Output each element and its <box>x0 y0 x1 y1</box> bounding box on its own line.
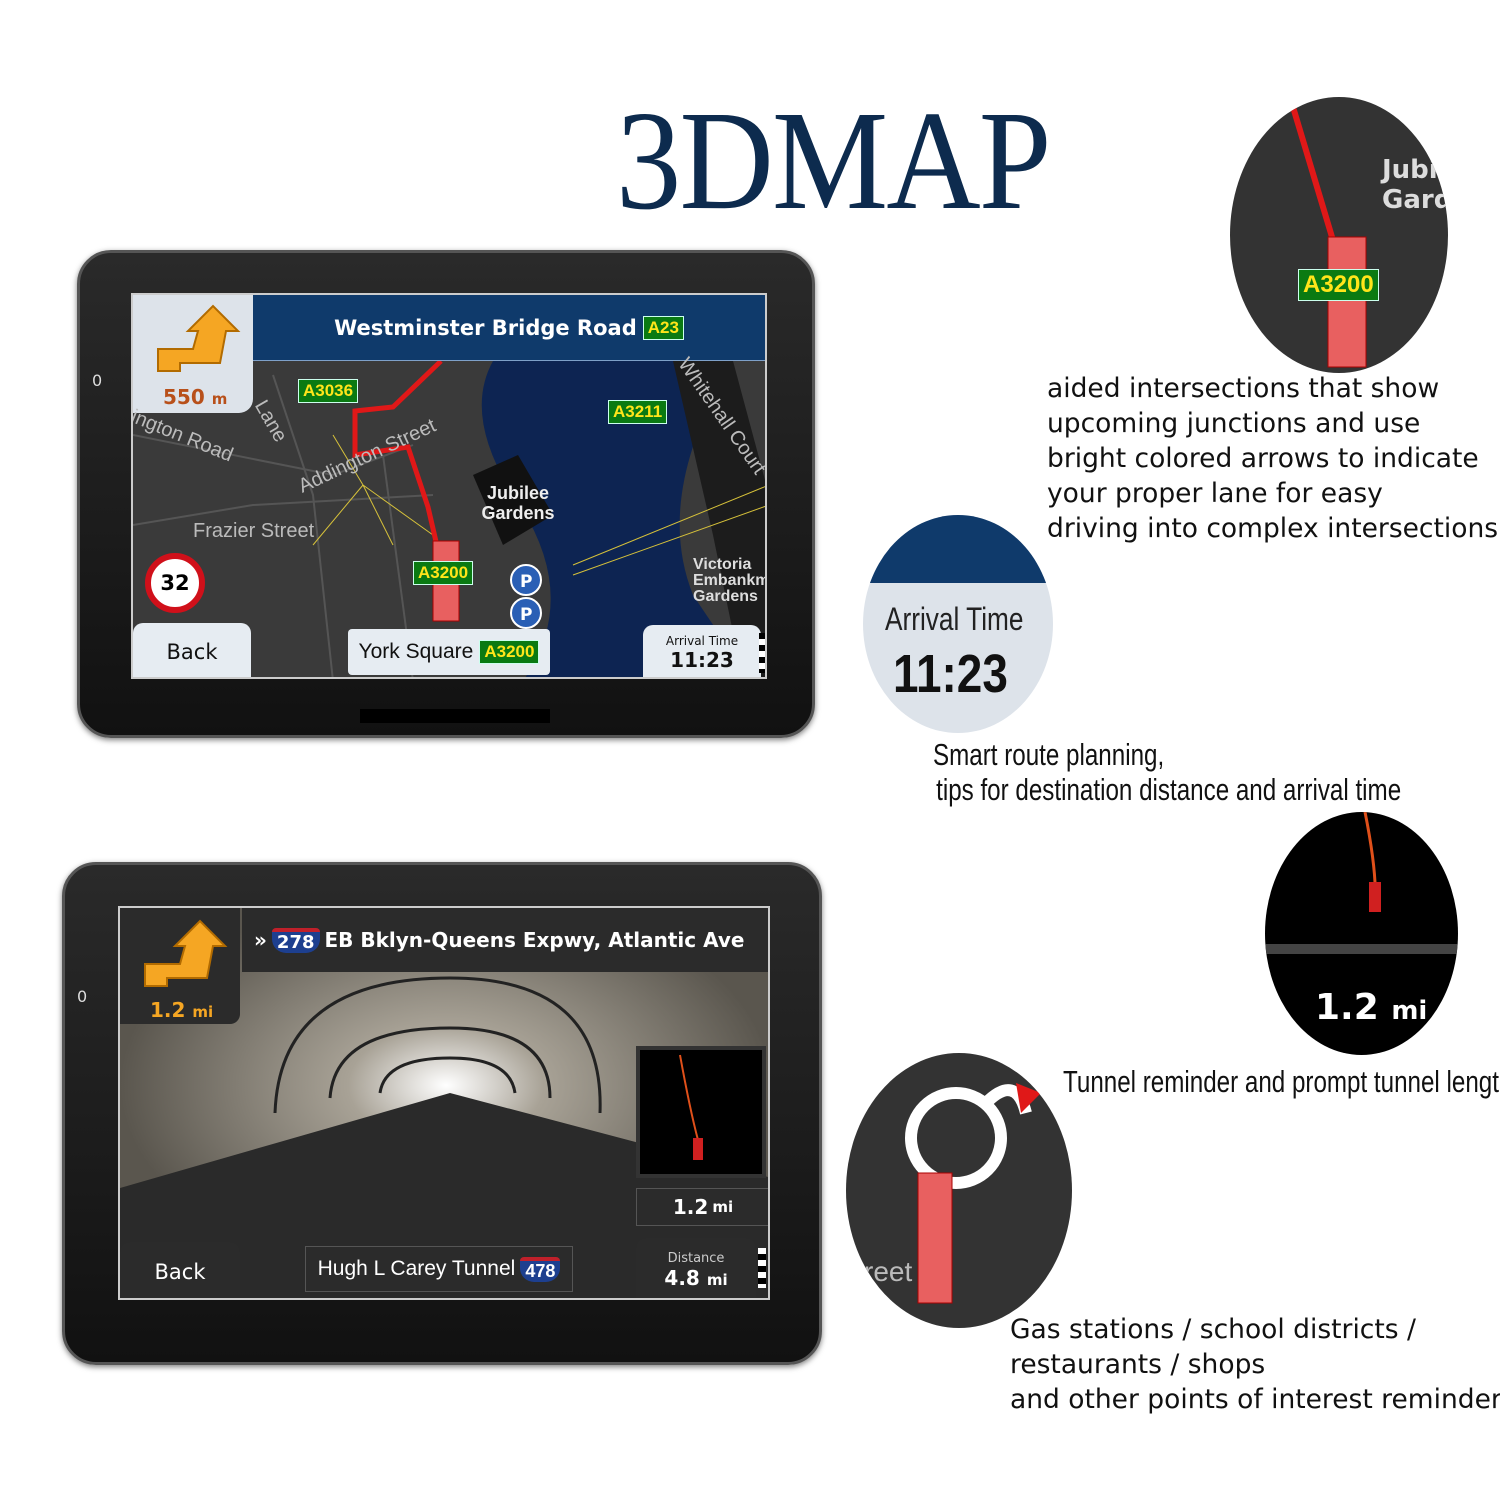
svg-text:P: P <box>520 572 532 592</box>
intersection-zoom: Jubi Gard A3200 <box>1230 97 1448 373</box>
tunnel-screen[interactable]: 1.2 mi » 278 EB Bklyn-Queens Expwy, Atla… <box>118 906 770 1300</box>
river <box>481 361 750 677</box>
map-label: Frazier Street <box>193 520 315 542</box>
poi-rays <box>312 434 765 576</box>
road-shield: A3200 <box>479 640 540 664</box>
roundabout-map <box>905 1083 1041 1304</box>
checkered-flag-icon <box>759 633 765 673</box>
page-title: 3DMAP <box>616 81 1051 239</box>
zoom-minimap-route <box>1265 812 1458 954</box>
checkered-flag-icon <box>758 1248 766 1288</box>
feature-caption-poi: Gas stations / school districts / restau… <box>1010 1314 1500 1415</box>
jubilee-block <box>473 455 553 545</box>
chevron-icon: » <box>254 928 267 952</box>
road-label: A3200 <box>1298 269 1379 301</box>
current-street-name: York Square <box>358 640 474 663</box>
zoom-map-label: reet <box>864 1256 913 1287</box>
minimap-route <box>679 1054 703 1160</box>
next-street-name: Westminster Bridge Road <box>334 315 637 340</box>
power-indicator: 0 <box>92 371 103 390</box>
gps-device-map: 0 P P 550 m Westminster Bridge Road A23 … <box>77 250 815 738</box>
road-label: A3036 <box>298 379 359 403</box>
road-shield: A23 <box>642 315 684 340</box>
road-label: A3211 <box>608 400 668 424</box>
distance-panel[interactable]: Distance 4.8 mi <box>636 1238 756 1298</box>
interstate-shield: 278 <box>271 927 320 953</box>
map-screen[interactable]: P P 550 m Westminster Bridge Road A23 A3… <box>131 293 767 679</box>
next-street-bar: » 278 EB Bklyn-Queens Expwy, Atlantic Av… <box>242 908 768 972</box>
poi-zoom: reet <box>846 1053 1072 1328</box>
back-button[interactable]: Back <box>133 623 251 677</box>
feature-caption-intersections: aided intersections that show upcoming j… <box>1047 373 1500 544</box>
map-label: Jubilee Gardens <box>481 483 555 523</box>
back-button[interactable]: Back <box>120 1242 240 1298</box>
map-label: Victoria Embankment Gardens <box>693 556 765 605</box>
zoom-map-label: Gard <box>1382 185 1448 215</box>
interstate-shield: 478 <box>520 1256 561 1282</box>
arrival-time-label: Arrival Time <box>665 634 739 648</box>
parking-icon <box>510 564 542 596</box>
next-turn-panel: 1.2 mi <box>120 908 240 1024</box>
turn-distance: 550 m <box>163 385 228 409</box>
current-street-panel: Hugh L Carey Tunnel 478 <box>305 1246 573 1292</box>
feature-caption-route-planning: Smart route planning, tips for destinati… <box>933 737 1402 807</box>
intersection-zoom-map <box>1287 97 1367 368</box>
road-label: A3200 <box>413 561 474 585</box>
next-street-name: EB Bklyn-Queens Expwy, Atlantic Ave <box>324 928 745 952</box>
gps-device-tunnel: 0 1.2 mi » 278 EB Bklyn-Queens Expwy, At… <box>62 862 822 1365</box>
arrival-time-zoom: Arrival Time 11:23 <box>863 515 1053 733</box>
arrival-time-panel[interactable]: Arrival Time 11:23 <box>643 625 761 677</box>
current-street-panel: York Square A3200 <box>348 629 550 675</box>
arrival-time-value: 11:23 <box>670 648 734 672</box>
zoom-tunnel-length: 1.2 mi <box>1315 987 1428 1028</box>
next-turn-panel: 550 m <box>133 295 253 413</box>
route-line <box>352 359 456 616</box>
speed-limit-sign: 32 <box>145 553 205 613</box>
current-street-name: Hugh L Carey Tunnel <box>317 1257 516 1280</box>
next-street-bar: Westminster Bridge Road A23 <box>253 295 765 361</box>
tunnel-minimap <box>636 1046 766 1178</box>
zoom-arrival-label: Arrival Time <box>885 601 1024 637</box>
distance-value: 4.8 mi <box>664 1265 728 1290</box>
zoom-map-label: Jubi <box>1382 155 1438 185</box>
parking-icon <box>510 597 542 629</box>
turn-arrow-icon <box>157 304 241 372</box>
streets <box>133 374 434 677</box>
turn-arrow-icon <box>144 919 228 987</box>
device-bottom-strip <box>360 709 550 723</box>
embankment <box>673 361 765 677</box>
power-indicator: 0 <box>77 987 88 1006</box>
feature-caption-tunnel: Tunnel reminder and prompt tunnel length <box>1063 1064 1500 1099</box>
tunnel-length-zoom: 1.2 mi <box>1265 812 1458 1055</box>
svg-text:P: P <box>520 605 532 625</box>
zoom-arrival-value: 11:23 <box>893 644 1008 704</box>
zoom-map-water <box>863 515 1053 583</box>
distance-label: Distance <box>667 1250 725 1266</box>
turn-distance: 1.2 mi <box>150 998 214 1022</box>
